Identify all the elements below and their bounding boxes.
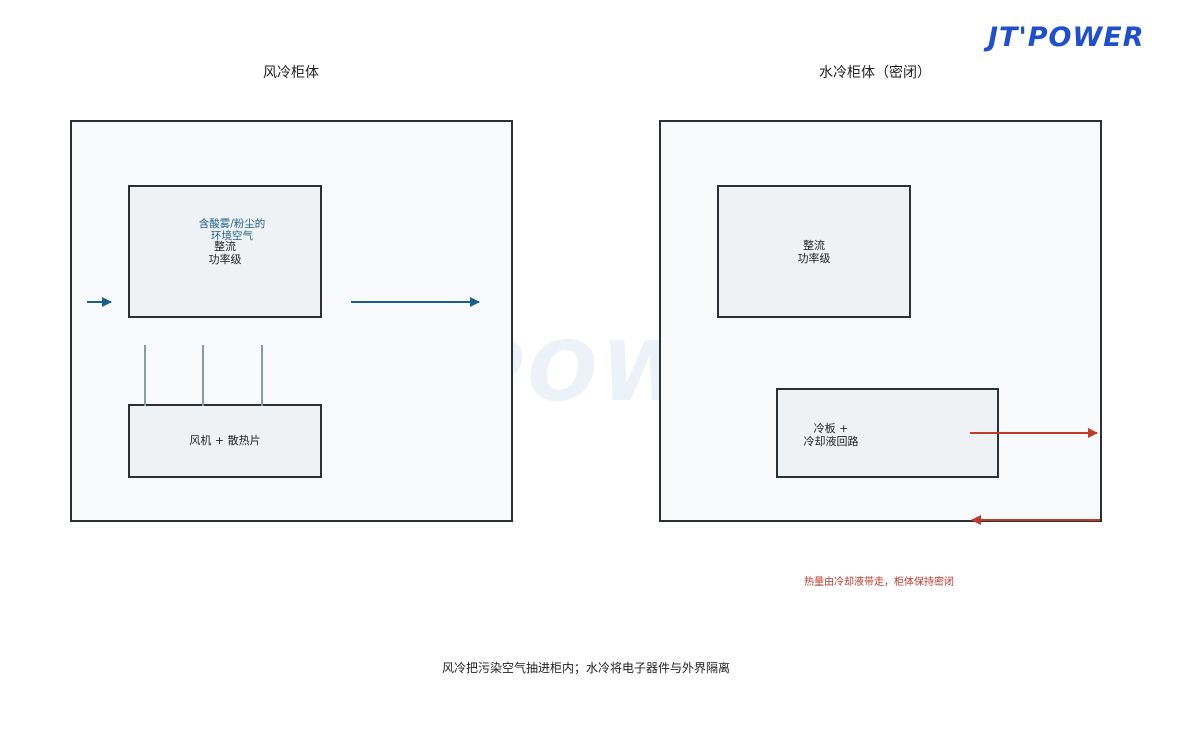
liquid-rectifier-box: [717, 185, 911, 318]
cold-plate-box: [776, 388, 999, 478]
heat-removal-note: 热量由冷却液带走，柜体保持密闭: [804, 577, 954, 588]
air-cooled-title: 风冷柜体: [263, 65, 319, 81]
brand-logo: JT'POWER: [988, 22, 1145, 53]
liquid-rectifier-label: 整流 功率级: [797, 239, 831, 265]
air-rectifier-label: 整流 功率级: [208, 240, 242, 266]
liquid-cooled-title: 水冷柜体（密闭）: [819, 65, 931, 81]
fan-heatsink-box: [128, 404, 322, 478]
air-rectifier-box: [128, 185, 322, 318]
comparison-caption: 风冷把污染空气抽进柜内；水冷将电子器件与外界隔离: [441, 661, 730, 675]
fan-heatsink-label: 风机 + 散热片: [189, 434, 261, 447]
ambient-air-label: 含酸雾/粉尘的 环境空气: [198, 218, 266, 242]
cold-plate-label: 冷板 + 冷却液回路: [803, 422, 859, 448]
